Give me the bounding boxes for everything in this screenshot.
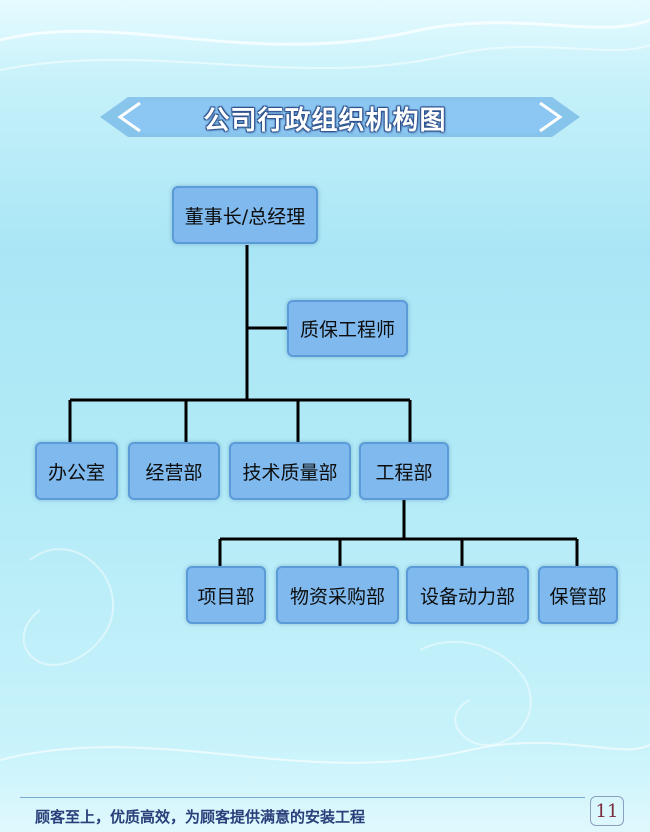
node-project-dept: 项目部 bbox=[186, 566, 266, 624]
node-qa-engineer: 质保工程师 bbox=[287, 300, 408, 357]
footer-slogan: 顾客至上，优质高效，为顾客提供满意的安装工程 bbox=[35, 808, 366, 826]
node-office: 办公室 bbox=[35, 442, 118, 500]
node-storage-dept: 保管部 bbox=[538, 566, 618, 624]
node-tech-quality-dept: 技术质量部 bbox=[229, 442, 351, 500]
node-business-dept: 经营部 bbox=[128, 442, 220, 500]
node-engineering-dept: 工程部 bbox=[359, 442, 449, 500]
node-chairman: 董事长/总经理 bbox=[172, 186, 318, 244]
page-number: 11 bbox=[590, 796, 624, 826]
title-banner bbox=[100, 97, 580, 137]
page-title: 公司行政组织机构图 bbox=[203, 105, 447, 136]
footer-divider bbox=[20, 797, 585, 798]
node-equipment-power-dept: 设备动力部 bbox=[406, 566, 529, 624]
node-procurement-dept: 物资采购部 bbox=[276, 566, 399, 624]
